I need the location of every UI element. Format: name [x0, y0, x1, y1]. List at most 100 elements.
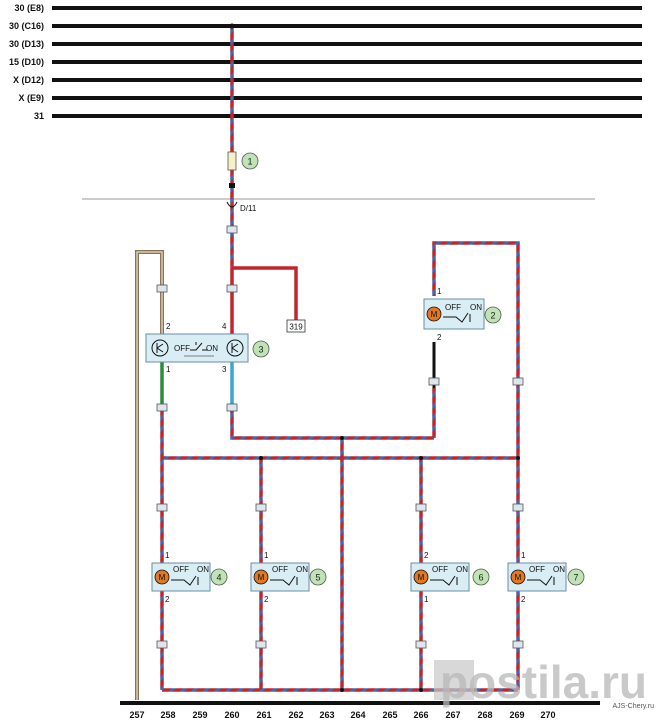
motor-icon: [253, 569, 269, 585]
pin-label: 3: [222, 365, 227, 374]
connector-marker: [226, 284, 238, 293]
column-number: 270: [540, 710, 555, 720]
column-number: 266: [413, 710, 428, 720]
watermark: postila.ru AJS-Chery.ru: [434, 656, 654, 710]
connector-marker: [512, 640, 524, 649]
component-badge: [309, 568, 327, 586]
pin-label: 1: [521, 551, 526, 560]
junction-dot: [229, 23, 235, 29]
switch-component-3: 2 4 1 3 OFF ON 3: [145, 322, 270, 374]
pin-label: 1: [424, 595, 429, 604]
rail-label: 15 (D10): [9, 57, 44, 67]
switch-off-label: OFF: [445, 303, 461, 312]
motor-component-4: 1 2 M OFF ON 4: [151, 551, 228, 604]
switch-on-label: ON: [456, 565, 468, 574]
pin-label: 2: [166, 322, 171, 331]
column-number: 260: [224, 710, 239, 720]
pin-label: 2: [264, 595, 269, 604]
pin-label: 2: [424, 551, 429, 560]
motor-icon: [413, 569, 429, 585]
rail: 31: [34, 111, 642, 121]
rail-label: 31: [34, 111, 44, 121]
switch-contact-icon: [190, 342, 208, 351]
connector-marker: [156, 403, 168, 412]
connector-marker: [156, 284, 168, 293]
component-badge: [210, 568, 228, 586]
column-number: 268: [477, 710, 492, 720]
component-badge: [252, 340, 270, 358]
connector-marker: [255, 503, 267, 512]
component-number: 3: [258, 345, 263, 355]
switch-on-label: ON: [553, 565, 565, 574]
column-number: 267: [445, 710, 460, 720]
rail: 15 (D10): [9, 57, 642, 67]
switch-contact-icon: [430, 575, 458, 586]
pin-label: 2: [521, 595, 526, 604]
switch-off-label: OFF: [432, 565, 448, 574]
pin-label: 1: [437, 287, 442, 296]
switch-contact-icon: [443, 312, 471, 323]
rail: 30 (E8): [14, 3, 642, 13]
column-number: 262: [288, 710, 303, 720]
motor-icon: [510, 569, 526, 585]
column-number: 269: [509, 710, 524, 720]
pin-label: 4: [222, 322, 227, 331]
fuse-body: [227, 151, 237, 171]
connector-marker: [156, 503, 168, 512]
wire-switch2-top: [432, 241, 520, 690]
rail-label: 30 (D13): [9, 39, 44, 49]
column-number: 265: [382, 710, 397, 720]
connector-marker: [156, 640, 168, 649]
component-number: 2: [490, 311, 495, 321]
rail-label: X (E9): [18, 93, 44, 103]
motor-component-2: 1 2 M OFF ON 2: [423, 287, 502, 342]
rail: X (E9): [18, 93, 642, 103]
component-badge: [472, 568, 490, 586]
wire-brown-inner: [136, 251, 163, 700]
junction-dot: [259, 456, 263, 460]
motor-component-7: 1 2 M OFF ON 7: [507, 551, 585, 604]
connector-markers: [156, 225, 524, 649]
power-rails: 30 (E8) 30 (C16) 30 (D13) 15 (D10) X (D1…: [9, 3, 642, 121]
column-number: 259: [192, 710, 207, 720]
connector-marker: [512, 377, 524, 386]
reference-box: 319: [286, 319, 306, 333]
column-number: 261: [256, 710, 271, 720]
rail: 30 (D13): [9, 39, 642, 49]
rail-label: X (D12): [13, 75, 44, 85]
component-badge: [567, 568, 585, 586]
component-number: 6: [478, 573, 483, 583]
junction-dot: [419, 688, 423, 692]
connector-label: D/11: [240, 204, 257, 213]
switch-on-label: ON: [206, 344, 218, 353]
motor-letter: M: [258, 573, 265, 582]
column-number: 263: [319, 710, 334, 720]
connector-marker: [255, 640, 267, 649]
component-number: 1: [247, 157, 252, 167]
junction-dot: [340, 436, 344, 440]
motor-icon: [154, 569, 170, 585]
component-badge: [241, 152, 259, 170]
column-number: 264: [350, 710, 365, 720]
switch-off-label: OFF: [174, 344, 190, 353]
junction-dot: [340, 688, 344, 692]
column-numbers: 257 258 259 260 261 262 263 264 265 266 …: [129, 710, 555, 720]
switch-on-label: ON: [197, 565, 209, 574]
switch-off-label: OFF: [272, 565, 288, 574]
motor-letter: M: [431, 310, 438, 319]
switch-off-label: OFF: [529, 565, 545, 574]
switch-contact-icon: [527, 575, 555, 586]
wire-brown: [135, 250, 164, 700]
watermark-text: postila.ru: [440, 656, 647, 708]
connector-marker: [428, 377, 440, 386]
motor-letter: M: [515, 573, 522, 582]
watermark-credit: AJS-Chery.ru: [613, 703, 655, 710]
switch-off-label: OFF: [173, 565, 189, 574]
column-number: 257: [129, 710, 144, 720]
motor-component-5: 1 2 M OFF ON 5: [250, 551, 327, 604]
pin-label: 1: [165, 551, 170, 560]
switch-contact-icon: [270, 575, 298, 586]
wire-col260-low: [230, 408, 434, 440]
rail: 30 (C16): [9, 21, 642, 31]
